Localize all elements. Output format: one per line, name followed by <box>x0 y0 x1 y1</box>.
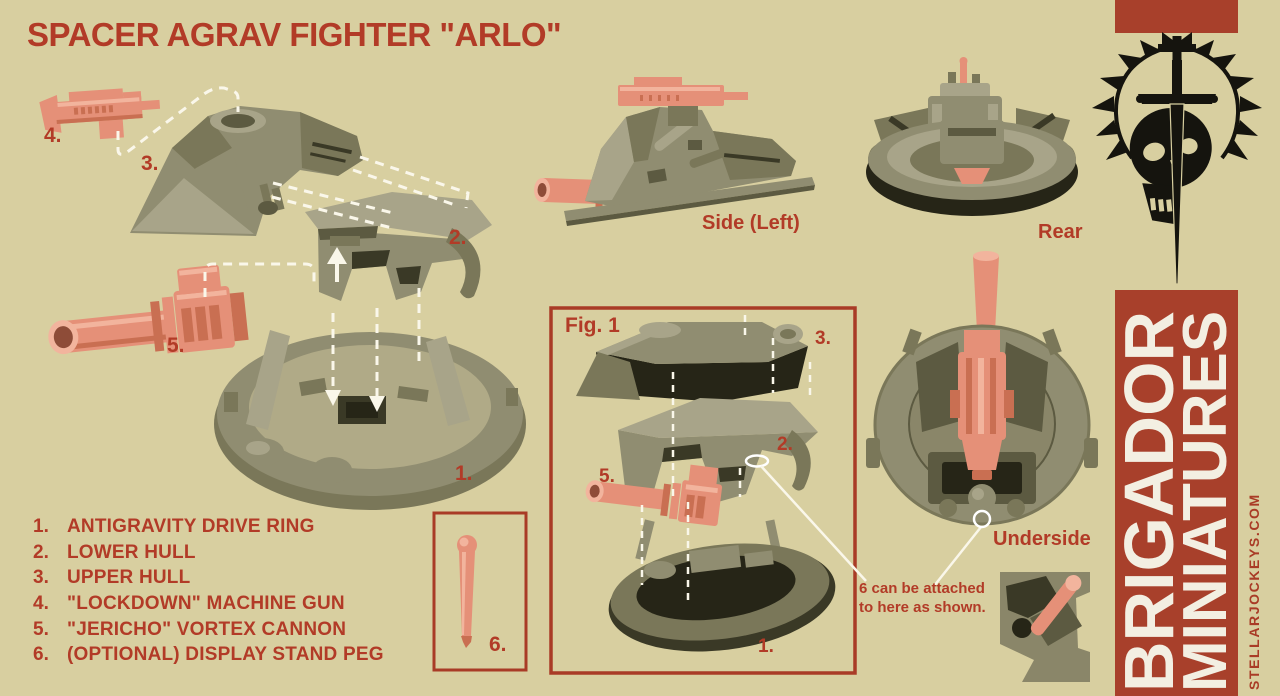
fig1-label-part3: 3. <box>815 328 831 349</box>
rear-view-illustration <box>866 57 1078 216</box>
exploded-machine-gun <box>39 88 161 140</box>
fig1-label-part2: 2. <box>777 434 793 455</box>
brand-website: STELLARJOCKEYS.COM <box>1246 493 1262 690</box>
callout-connectors <box>760 465 992 587</box>
exploded-label-part2: 2. <box>449 226 467 249</box>
parts-list-item: 3. UPPER HULL <box>33 565 384 591</box>
fig1-upper-hull <box>576 322 808 402</box>
parts-list-item: 5. "JERICHO" VORTEX CANNON <box>33 617 384 643</box>
part-number: 4. <box>33 592 49 614</box>
part-number: 3. <box>33 567 49 589</box>
fig1-drive-ring <box>608 519 836 652</box>
parts-list-item: 1. ANTIGRAVITY DRIVE RING <box>33 514 384 540</box>
side-view-illustration <box>534 77 815 226</box>
underside-view-illustration <box>866 251 1098 526</box>
parts-list-item: 6. (OPTIONAL) DISPLAY STAND PEG <box>33 642 384 668</box>
annotation-line2: to here as shown. <box>859 599 986 616</box>
part-number: 5. <box>33 618 49 640</box>
peg-attachment-annotation: 6 can be attached to here as shown. <box>859 579 986 617</box>
part-name: "JERICHO" VORTEX CANNON <box>67 618 347 640</box>
brand-name-line1: BRIGADOR <box>1110 310 1188 692</box>
side-view-machine-gun <box>618 77 748 106</box>
exploded-label-part5: 5. <box>167 334 185 357</box>
peg-box-label: 6. <box>489 633 507 656</box>
part-number: 1. <box>33 515 49 537</box>
fig1-label-part5: 5. <box>599 466 615 487</box>
sidebar-main-block <box>1115 290 1238 696</box>
fig1-title: Fig. 1 <box>565 314 620 337</box>
part-name: "LOCKDOWN" MACHINE GUN <box>67 592 345 614</box>
fig1-lower-hull <box>618 398 818 504</box>
fig1-peg-hole-marker <box>744 454 770 468</box>
sidebar <box>1092 0 1262 696</box>
exploded-dashed-connectors <box>116 86 470 398</box>
peg-box-border <box>432 511 528 672</box>
fig1-vortex-cannon <box>585 464 723 527</box>
exploded-vortex-cannon <box>48 264 249 355</box>
side-view-label: Side (Left) <box>702 212 800 234</box>
peg-box-illustration <box>432 511 528 672</box>
rear-view-label: Rear <box>1038 221 1083 243</box>
sidebar-top-block <box>1115 0 1238 33</box>
part-number: 6. <box>33 644 49 666</box>
parts-list: 1. ANTIGRAVITY DRIVE RING 2. LOWER HULL 3.… <box>33 514 384 668</box>
fig1-dashed-lines <box>640 315 812 600</box>
underside-closeup-inset <box>1000 572 1090 682</box>
exploded-arrows <box>325 247 385 412</box>
parts-list-item: 2. LOWER HULL <box>33 540 384 566</box>
fig1-border <box>549 306 857 675</box>
exploded-label-part3: 3. <box>141 152 159 175</box>
underside-peg-hole-marker <box>972 509 992 529</box>
underside-peg <box>973 256 999 332</box>
brand-name-line2: MINIATURES <box>1171 310 1240 692</box>
part-name: UPPER HULL <box>67 567 191 589</box>
part-number: 2. <box>33 541 49 563</box>
part-name: LOWER HULL <box>67 541 196 563</box>
brigador-skull-emblem <box>1092 32 1262 285</box>
exploded-view-illustration <box>39 86 526 510</box>
exploded-label-part1: 1. <box>455 462 473 485</box>
exploded-drive-ring <box>214 330 526 510</box>
fig1-label-part1: 1. <box>758 636 774 657</box>
annotation-line1: 6 can be attached <box>859 580 985 597</box>
exploded-label-part4: 4. <box>44 124 62 147</box>
part-name: ANTIGRAVITY DRIVE RING <box>67 515 315 537</box>
brand-wordmark: BRIGADOR MINIATURES <box>1110 292 1240 692</box>
underside-vortex-cannon <box>950 330 1014 480</box>
fig1-illustration <box>549 306 857 675</box>
underside-view-label: Underside <box>993 528 1091 550</box>
part-name: (OPTIONAL) DISPLAY STAND PEG <box>67 644 384 666</box>
page-title: SPACER AGRAV FIGHTER "ARLO" <box>27 16 562 53</box>
exploded-upper-hull <box>130 106 363 236</box>
parts-list-item: 4. "LOCKDOWN" MACHINE GUN <box>33 591 384 617</box>
